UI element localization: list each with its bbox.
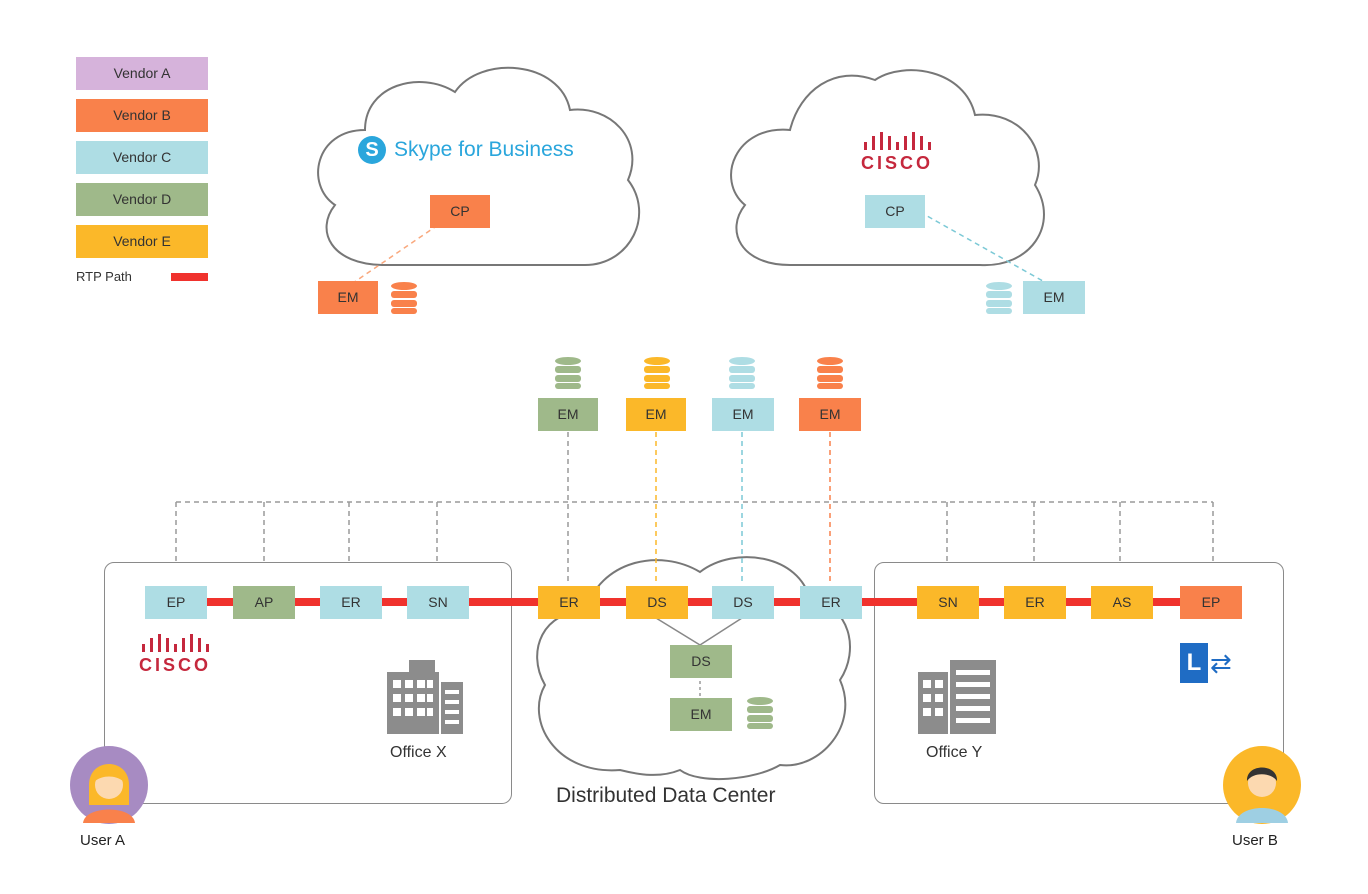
user-b-avatar-icon	[1223, 746, 1301, 824]
mgmt-em-node: EM	[538, 398, 598, 431]
path-node: AP	[233, 586, 295, 619]
rtp-swatch	[171, 273, 208, 281]
cisco-bars-icon	[130, 634, 220, 652]
database-icon	[555, 357, 581, 389]
path-node: SN	[407, 586, 469, 619]
mgmt-em-node: EM	[799, 398, 861, 431]
skype-em-node: EM	[318, 281, 378, 314]
mgmt-em-node: EM	[626, 398, 686, 431]
path-node: EP	[1180, 586, 1242, 619]
building-icon	[387, 660, 463, 734]
ds-connectors	[655, 617, 743, 646]
legend: Vendor A Vendor B Vendor C Vendor D Vend…	[76, 57, 208, 287]
datacenter-em-node: EM	[670, 698, 732, 731]
cisco-text: CISCO	[860, 153, 933, 173]
path-node: DS	[626, 586, 688, 619]
datacenter-label: Distributed Data Center	[556, 784, 776, 807]
skype-icon: S	[358, 136, 386, 164]
legend-rtp-label: RTP Path	[76, 269, 132, 284]
skype-cp-node: CP	[430, 195, 490, 228]
office-y-label: Office Y	[926, 744, 983, 761]
cisco-text: CISCO	[138, 655, 211, 675]
mgmt-em-node: EM	[712, 398, 774, 431]
path-node: ER	[800, 586, 862, 619]
user-a-label: User A	[80, 832, 126, 849]
sync-arrows-icon: ⇄	[1210, 648, 1232, 678]
database-icon	[986, 282, 1012, 314]
legend-vendor-e: Vendor E	[76, 225, 208, 258]
user-a-avatar-icon	[70, 746, 148, 824]
path-node: ER	[1004, 586, 1066, 619]
skype-cloud	[317, 66, 641, 266]
cisco-cloud	[730, 69, 1045, 267]
skype-for-business-logo: S Skype for Business	[358, 136, 574, 164]
path-node: EP	[145, 586, 207, 619]
database-icon	[747, 697, 773, 729]
office-x-cisco-logo: CISCO	[130, 634, 220, 676]
building-icon	[918, 660, 996, 734]
legend-vendor-d: Vendor D	[76, 183, 208, 216]
cisco-bars-icon	[852, 132, 942, 150]
database-icon	[817, 357, 843, 389]
user-b-label: User B	[1232, 832, 1278, 849]
legend-rtp-path: RTP Path	[76, 267, 208, 287]
lync-icon: L	[1180, 643, 1208, 683]
legend-vendor-c: Vendor C	[76, 141, 208, 174]
path-node: SN	[917, 586, 979, 619]
database-icon	[729, 357, 755, 389]
path-node: AS	[1091, 586, 1153, 619]
management-lines	[175, 209, 1214, 700]
legend-vendor-b: Vendor B	[76, 99, 208, 132]
database-icon	[391, 282, 417, 314]
legend-vendor-a: Vendor A	[76, 57, 208, 90]
path-node: ER	[538, 586, 600, 619]
skype-label: Skype for Business	[394, 138, 574, 161]
office-x-label: Office X	[390, 744, 447, 761]
path-node: ER	[320, 586, 382, 619]
path-node: DS	[712, 586, 774, 619]
datacenter-ds-node: DS	[670, 645, 732, 678]
cisco-em-node: EM	[1023, 281, 1085, 314]
database-icon	[644, 357, 670, 389]
cisco-cp-node: CP	[865, 195, 925, 228]
cisco-logo: CISCO	[852, 132, 942, 174]
